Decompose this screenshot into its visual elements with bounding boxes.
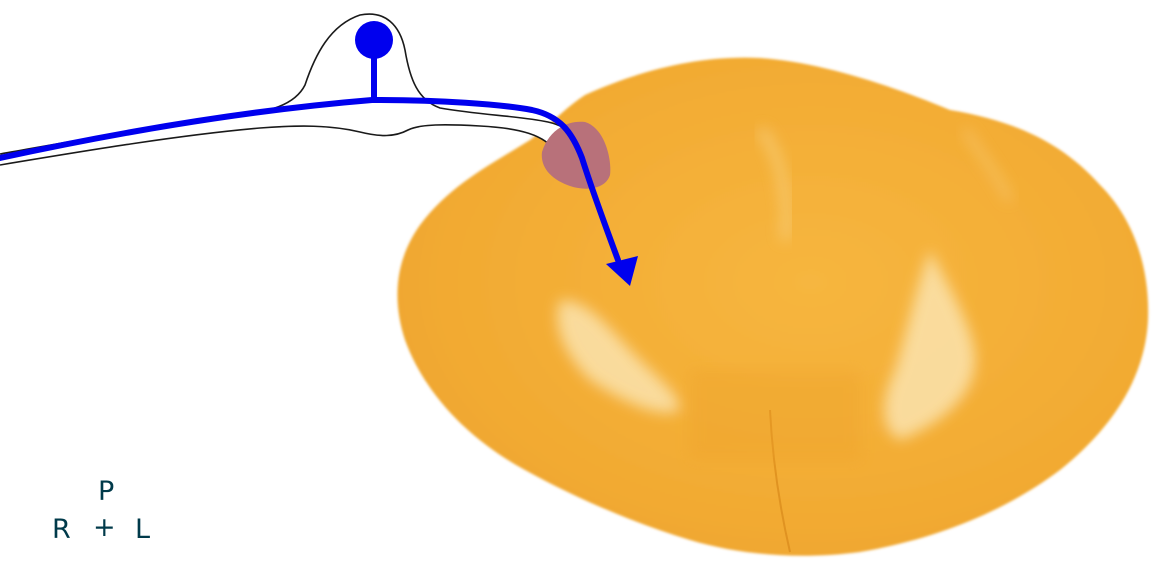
central-gray-matter (690, 370, 860, 460)
orientation-right-label: L (135, 516, 150, 543)
orientation-top-label: P (98, 478, 114, 505)
spinal-cord-section (397, 58, 1148, 556)
orientation-center-label: + (93, 514, 116, 541)
spinal-cord-outline (397, 58, 1148, 556)
orientation-left-label: R (52, 516, 71, 543)
cell-body-icon (355, 21, 393, 59)
